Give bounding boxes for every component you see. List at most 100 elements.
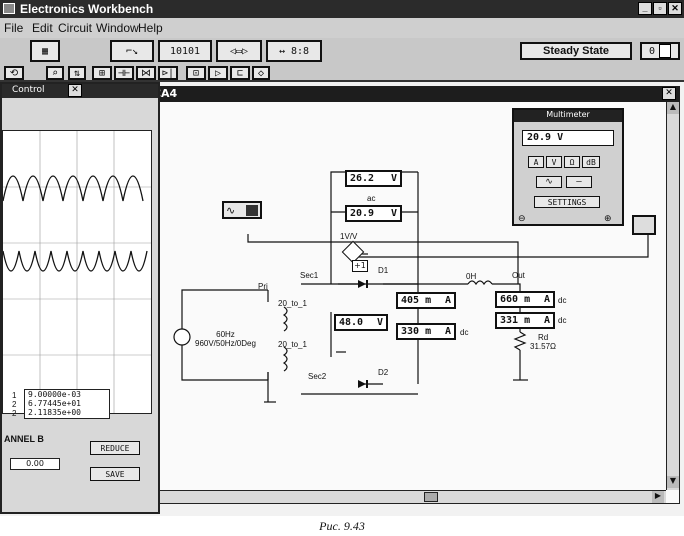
gate-tool-icon[interactable]: ⊏	[230, 66, 250, 80]
sine-wave-icon: ∿	[226, 204, 236, 217]
menu-bar: File Edit Circuit Window Help	[0, 18, 684, 38]
oscilloscope-panel[interactable]: Control ✕ 9.00000e-03 6.77445e+01 2.1183…	[0, 82, 160, 514]
voltmeter-sec-unit: V	[376, 317, 383, 328]
resistor-tool-icon[interactable]: ⊞	[92, 66, 112, 80]
multimeter-db-button[interactable]: dB	[582, 156, 600, 168]
power-switch-label: 0	[648, 45, 656, 57]
multimeter-settings-button[interactable]: SETTINGS	[534, 196, 600, 208]
eraser-tool-icon[interactable]: ◇	[252, 66, 270, 80]
transistor-tool-icon[interactable]: ⊡	[186, 66, 206, 80]
vertical-scrollbar[interactable]: ▲ ▼	[666, 102, 679, 490]
scroll-right-arrow-icon[interactable]: ▶	[652, 491, 664, 503]
sources-bin-button[interactable]: ⌐↘	[110, 40, 154, 62]
multimeter-amp-button[interactable]: A	[528, 156, 544, 168]
ammeter-load[interactable]: 331 m A	[495, 312, 555, 329]
flip-icon[interactable]: ⇅	[68, 66, 86, 80]
power-switch[interactable]: 0	[640, 42, 680, 60]
circuit-window-close-button[interactable]: ✕	[662, 87, 676, 100]
channel-b-position-value: 0.00	[26, 459, 44, 468]
capacitor-tool-icon[interactable]: ⊣⊢	[114, 66, 134, 80]
ammeter-load-value: 331 m	[500, 315, 531, 326]
channel-b-position-field[interactable]: 0.00	[10, 458, 60, 470]
close-button[interactable]: ✕	[668, 2, 682, 15]
ammeter-load-unit: A	[543, 315, 550, 326]
readout-vb: 2.11835e+00	[28, 408, 81, 417]
ammeter-d2-mode: dc	[460, 328, 469, 337]
multimeter-ac-button[interactable]: ∿	[536, 176, 562, 188]
multimeter-dc-button[interactable]: —	[566, 176, 592, 188]
window-title: Electronics Workbench	[20, 2, 154, 16]
maximize-button[interactable]: ▫	[653, 2, 667, 15]
readout-time: 9.00000e-03	[28, 390, 81, 399]
sec2-label: Sec2	[308, 372, 327, 381]
channel-b-label: ANNEL B	[4, 434, 44, 444]
component-bin-button[interactable]: ▦	[30, 40, 60, 62]
rotate-icon[interactable]: ⟲	[4, 66, 24, 80]
multimeter-panel[interactable]: Multimeter 20.9 V A V Ω dB ∿ — SETTINGS …	[512, 108, 624, 226]
oscilloscope-readout-box: 9.00000e-03 6.77445e+01 2.11835e+00	[24, 389, 110, 419]
oscilloscope-screen	[2, 130, 152, 414]
horizontal-scrollbar[interactable]: ▶	[160, 490, 666, 503]
oscilloscope-close-button[interactable]: ✕	[68, 84, 82, 97]
reduce-button[interactable]: REDUCE	[90, 441, 140, 455]
readout-label-3: 2	[12, 409, 17, 418]
ammeter-out-mode: dc	[558, 296, 567, 305]
save-button[interactable]: SAVE	[90, 467, 140, 481]
inductor-tool-icon[interactable]: ⋈	[136, 66, 156, 80]
function-generator[interactable]: ∿	[222, 201, 262, 219]
scroll-thumb[interactable]	[424, 492, 438, 502]
app-icon	[3, 3, 15, 14]
multimeter-plus-terminal-icon: ⊕	[604, 214, 612, 224]
inductor-label: 0H	[466, 272, 477, 281]
menu-help[interactable]: Help	[138, 21, 163, 35]
primary-label: Pri	[258, 282, 268, 291]
multimeter-reading: 20.9 V	[527, 132, 564, 143]
title-bar: Electronics Workbench _ ▫ ✕	[0, 0, 684, 18]
menu-file[interactable]: File	[4, 21, 24, 35]
sec1-label: Sec1	[300, 271, 319, 280]
vcvs-label: 1V/V	[340, 232, 358, 241]
oscilloscope-title: Control	[12, 85, 45, 95]
diode2-label: D2	[378, 368, 389, 377]
digital-bin-button[interactable]: 10101	[158, 40, 212, 62]
opamp-tool-icon[interactable]: ▷	[208, 66, 228, 80]
readout-label-1: 1	[12, 391, 17, 400]
controls-bin-button[interactable]: ↔ 8:8	[266, 40, 322, 62]
scroll-down-arrow-icon[interactable]: ▼	[667, 476, 679, 488]
transformer2-label: 20_to_1	[278, 340, 307, 349]
status-display: Steady State	[520, 42, 632, 60]
voltmeter-mid-unit: V	[390, 208, 397, 219]
multimeter-icon[interactable]	[632, 215, 656, 235]
load-resistor-value: 31.57Ω	[530, 342, 556, 351]
multimeter-ohm-button[interactable]: Ω	[564, 156, 580, 168]
figure-caption: Рис. 9.43	[0, 516, 684, 536]
load-resistor-label: Rd	[538, 333, 549, 342]
ammeter-d1-value: 405 m	[401, 295, 432, 306]
instruments-bin-button[interactable]: ◁▭▷	[216, 40, 262, 62]
menu-window[interactable]: Window	[96, 21, 139, 35]
multimeter-volt-button[interactable]: V	[546, 156, 562, 168]
vcvs-plus-box[interactable]: +1	[352, 260, 368, 272]
ammeter-d1-unit: A	[444, 295, 451, 306]
readout-label-2: 2	[12, 400, 17, 409]
menu-edit[interactable]: Edit	[32, 21, 53, 35]
out-node-label: Out	[512, 271, 525, 280]
diode-tool-icon[interactable]: ⊳|	[158, 66, 178, 80]
ammeter-d1[interactable]: 405 m A	[396, 292, 456, 309]
scroll-up-arrow-icon[interactable]: ▲	[667, 102, 679, 114]
zoom-icon[interactable]: ⌕	[46, 66, 64, 80]
generator-port-icon	[246, 205, 258, 216]
multimeter-display: 20.9 V	[522, 130, 614, 146]
minimize-button[interactable]: _	[638, 2, 652, 15]
ammeter-load-mode: dc	[558, 316, 567, 325]
multimeter-title: Multimeter	[546, 110, 590, 119]
menu-circuit[interactable]: Circuit	[58, 21, 93, 35]
circuit-window-title-bar: FIG9_200.CA4 ✕	[88, 86, 680, 102]
ammeter-out-unit: A	[543, 294, 550, 305]
diode1-label: D1	[378, 266, 389, 275]
